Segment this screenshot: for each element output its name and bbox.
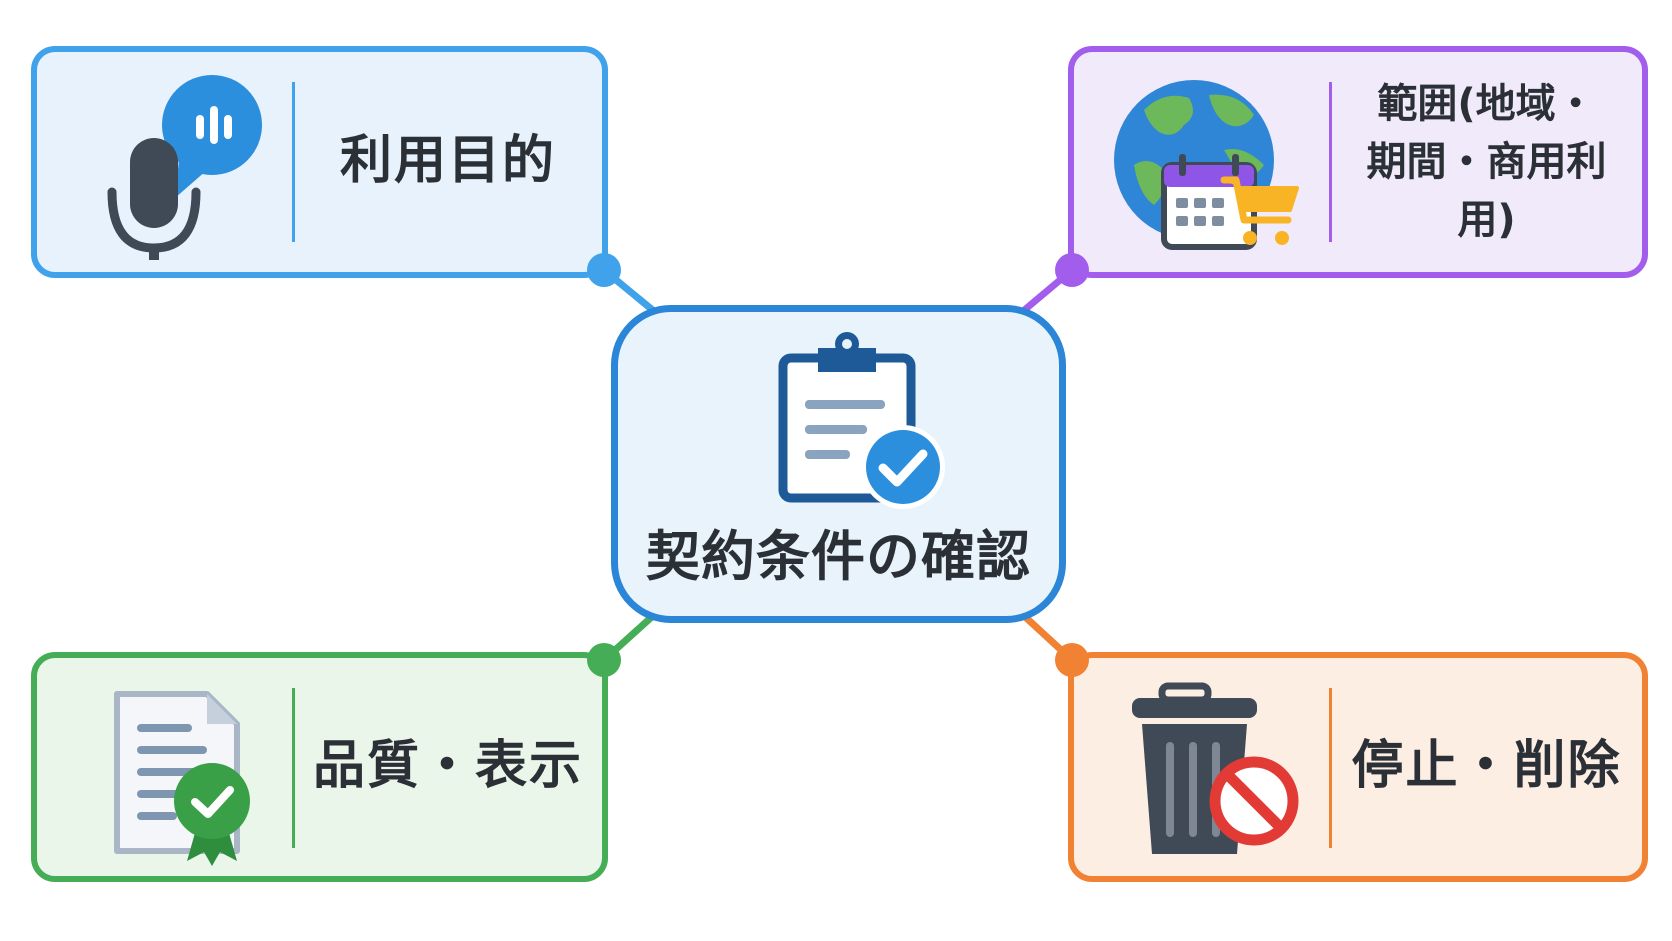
- clipboard-check-icon: [778, 332, 945, 509]
- microphone-speech-bubble-icon: [107, 75, 262, 260]
- connector-dot-purpose: [587, 253, 621, 287]
- connector-dot-quality: [587, 643, 621, 677]
- purpose-card: 利用目的: [31, 46, 608, 278]
- purpose-divider: [292, 82, 295, 242]
- scope-label-line2: 期間・商用利用): [1366, 139, 1607, 243]
- scope-divider: [1329, 82, 1332, 242]
- scope-label-line1: 範囲(地域・: [1377, 81, 1596, 127]
- quality-card: 品質・表示: [31, 652, 608, 882]
- stop-card: 停止・削除: [1068, 652, 1648, 882]
- connector-dot-scope: [1055, 253, 1089, 287]
- purpose-label: 利用目的: [339, 131, 556, 192]
- stop-label: 停止・削除: [1351, 736, 1622, 797]
- quality-label: 品質・表示: [312, 736, 583, 797]
- scope-label: 範囲(地域・ 期間・商用利用): [1339, 52, 1634, 272]
- stop-divider: [1329, 688, 1332, 848]
- certificate-document-icon: [114, 691, 250, 866]
- scope-card: 範囲(地域・ 期間・商用利用): [1068, 46, 1648, 278]
- center-title: 契約条件の確認: [646, 525, 1031, 588]
- connector-dot-stop: [1055, 643, 1089, 677]
- center-card: 契約条件の確認: [611, 305, 1066, 623]
- globe-calendar-cart-icon: [1114, 80, 1299, 250]
- quality-divider: [292, 688, 295, 848]
- trash-prohibited-icon: [1132, 682, 1299, 854]
